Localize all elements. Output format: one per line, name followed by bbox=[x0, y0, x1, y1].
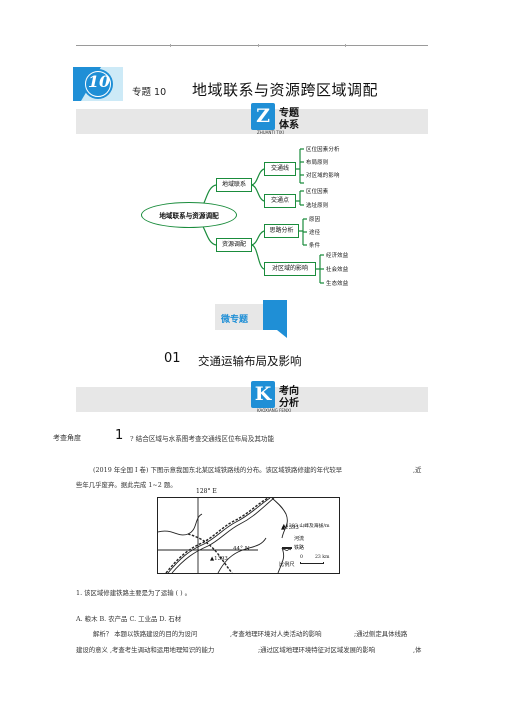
analysis-title-line1: 考向 bbox=[279, 386, 299, 397]
question-1: 1. 该区域修建铁路主要是为了运输 ( ) 。 bbox=[76, 589, 192, 597]
header-tick bbox=[170, 44, 171, 47]
map-drawing bbox=[158, 498, 288, 573]
question-intro-line1: (2019 年全国 Ⅰ 卷) 下图示意我国东北某区域铁路线的分布。该区域铁路修建… bbox=[93, 466, 343, 474]
river-icon bbox=[282, 537, 292, 551]
mindmap-node-transport-line: 交通线 bbox=[264, 162, 296, 176]
explanation-line2-b: ;通过区域地理环境特征对区域发展的影响 bbox=[258, 646, 376, 654]
mindmap-root: 地域联系与资源调配 bbox=[141, 202, 237, 228]
system-letter: Z bbox=[256, 105, 270, 127]
micro-topic-icon: 微专题 bbox=[215, 300, 287, 338]
topic-badge-icon: 10 bbox=[73, 67, 123, 101]
system-title-line2: 体系 bbox=[279, 120, 299, 131]
z-letter-icon: Z bbox=[251, 103, 275, 130]
subtopic-number: 01 bbox=[164, 351, 181, 366]
analysis-pinyin: KAOXIANG FENXI bbox=[257, 408, 291, 413]
legend-scale-max: 23 km bbox=[315, 555, 330, 560]
map-longitude-label: 128° E bbox=[196, 488, 217, 495]
header-rule bbox=[76, 45, 428, 46]
exam-angle-number: 1 bbox=[115, 428, 124, 443]
legend-scale-label: 比例尺 bbox=[279, 562, 295, 568]
explanation-line1-c: ;通过侧定具体线路 bbox=[354, 630, 408, 638]
mindmap-leaf: 区位因素 bbox=[306, 189, 329, 195]
analysis-title-line2: 分析 bbox=[279, 398, 299, 409]
header-tick bbox=[345, 44, 346, 47]
mountain-peak-icon: ▲1393 bbox=[281, 525, 299, 531]
explanation-line1-a: 解析？ 本题以铁路建设的目的为设问 bbox=[93, 630, 198, 638]
mindmap-branch-linkage: 地域联系 bbox=[216, 178, 252, 192]
topic-badge-number: 10 bbox=[87, 72, 111, 91]
topic-title: 地域联系与资源跨区域调配 bbox=[192, 81, 379, 99]
system-pinyin: ZHUANTI TIXI bbox=[257, 130, 284, 135]
mindmap-root-label: 地域联系与资源调配 bbox=[159, 212, 219, 220]
subtopic-title: 交通运输布局及影响 bbox=[198, 354, 302, 368]
railway-map: 128° E 44° N ▲1393 ▲1393 ▲1393 山峰及海拔/m 河… bbox=[157, 488, 340, 574]
question-intro-line2: 些年几乎废弃。据此完成 1~2 题。 bbox=[76, 481, 177, 489]
mindmap-leaf: 对区域的影响 bbox=[306, 173, 340, 179]
explanation-line2-c: ,体 bbox=[413, 646, 422, 654]
k-letter-icon: K bbox=[251, 381, 275, 408]
mindmap-node-transport-point: 交通点 bbox=[264, 194, 296, 208]
map-legend: ▲1393 山峰及海拔/m 河流 铁路 比例尺 0 23 km bbox=[278, 524, 338, 572]
exam-angle-description: ? 结合区域与水系图考查交通线区位布局及其功能 bbox=[130, 435, 275, 443]
mindmap-leaf: 途径 bbox=[309, 230, 321, 236]
exam-angle-label: 考查角度 bbox=[53, 434, 81, 442]
legend-scale-bar bbox=[300, 562, 324, 564]
topic-label: 专题 10 bbox=[132, 87, 167, 98]
explanation-line2-a: 建设的意义 ,考查考生调动和运用地理知识的能力 bbox=[76, 646, 215, 654]
legend-railway: 铁路 bbox=[294, 545, 305, 551]
header-tick bbox=[258, 44, 259, 47]
mindmap-leaf: 经济效益 bbox=[326, 253, 349, 259]
micro-topic-label: 微专题 bbox=[221, 315, 249, 325]
mindmap-node-approach: 思路分析 bbox=[264, 224, 299, 238]
mindmap-node-regional-impact: 对区域的影响 bbox=[264, 262, 316, 276]
map-latitude-label: 44° N bbox=[233, 546, 250, 552]
mindmap-leaf: 生态效益 bbox=[326, 281, 349, 287]
legend-scale-zero: 0 bbox=[300, 555, 303, 560]
mindmap-leaf: 原因 bbox=[309, 217, 321, 223]
analysis-letter: K bbox=[254, 383, 272, 405]
mindmap-leaf: 区位因素分析 bbox=[306, 147, 340, 153]
system-title-line1: 专题 bbox=[279, 108, 299, 119]
question-intro-tail: ,近 bbox=[413, 466, 422, 474]
legend-river: 河流 bbox=[294, 536, 305, 542]
railway-icon bbox=[282, 547, 292, 549]
mindmap-leaf: 选址原则 bbox=[306, 203, 329, 209]
question-1-options: A. 粮木 B. 农产品 C. 工业品 D. 石材 bbox=[76, 615, 182, 623]
mindmap-branch-allocation: 资源调配 bbox=[216, 238, 252, 252]
mindmap-leaf: 条件 bbox=[309, 243, 321, 249]
explanation-line1-b: ,考查地理环境对人类活动的影响 bbox=[230, 630, 322, 638]
legend-peak: ▲1393 山峰及海拔/m bbox=[282, 524, 330, 529]
mindmap-leaf: 布局原则 bbox=[306, 160, 329, 166]
mountain-peak-icon: ▲1393 bbox=[210, 556, 228, 562]
mindmap-leaf: 社会效益 bbox=[326, 267, 349, 273]
